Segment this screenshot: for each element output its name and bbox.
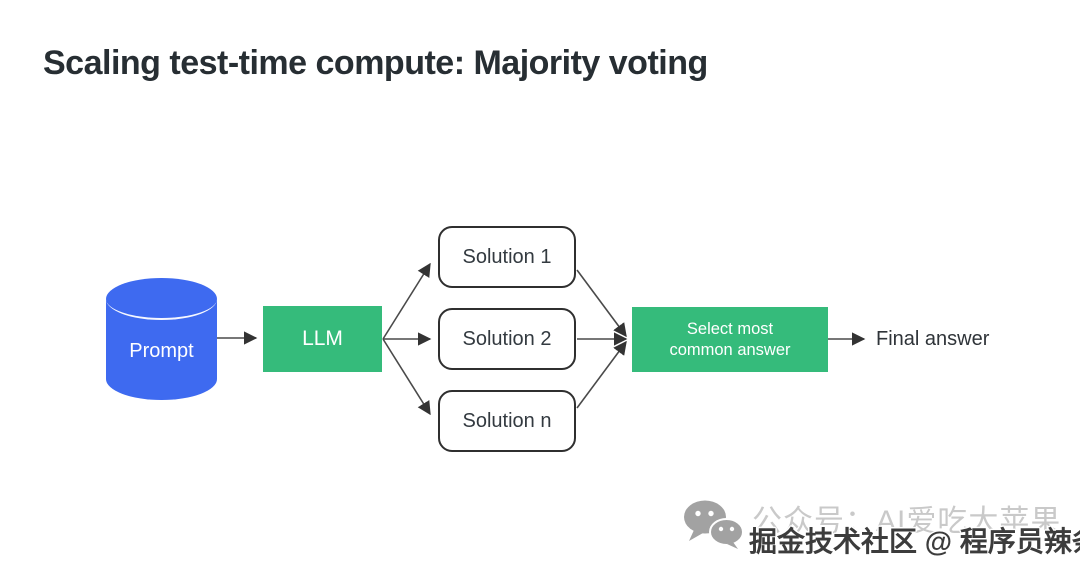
watermark-dark-text: 掘金技术社区 @ 程序员辣条: [749, 526, 1080, 557]
solution-n-label: Solution n: [462, 409, 552, 432]
solution-n-box: Solution n: [438, 390, 576, 452]
select-label-line1: Select most: [686, 319, 774, 338]
llm-label: LLM: [302, 327, 343, 350]
cylinder-lid: [106, 278, 217, 320]
solution-2-box: Solution 2: [438, 308, 576, 370]
wechat-icon: [684, 500, 744, 549]
llm-box: LLM: [263, 306, 382, 372]
page-title: Scaling test-time compute: Majority voti…: [43, 44, 708, 82]
watermark-gray-text: 公众号：AI爱吃大苹果: [752, 505, 1062, 538]
select-label-line2: common answer: [669, 340, 791, 359]
solution-1-label: Solution 1: [462, 245, 552, 268]
select-most-common-box: Select most common answer: [632, 307, 828, 372]
final-answer-label: Final answer: [876, 328, 990, 350]
prompt-label: Prompt: [129, 340, 194, 362]
solution-1-box: Solution 1: [438, 226, 576, 288]
solution-2-label: Solution 2: [462, 327, 552, 350]
prompt-database-shape: Prompt: [106, 278, 217, 400]
